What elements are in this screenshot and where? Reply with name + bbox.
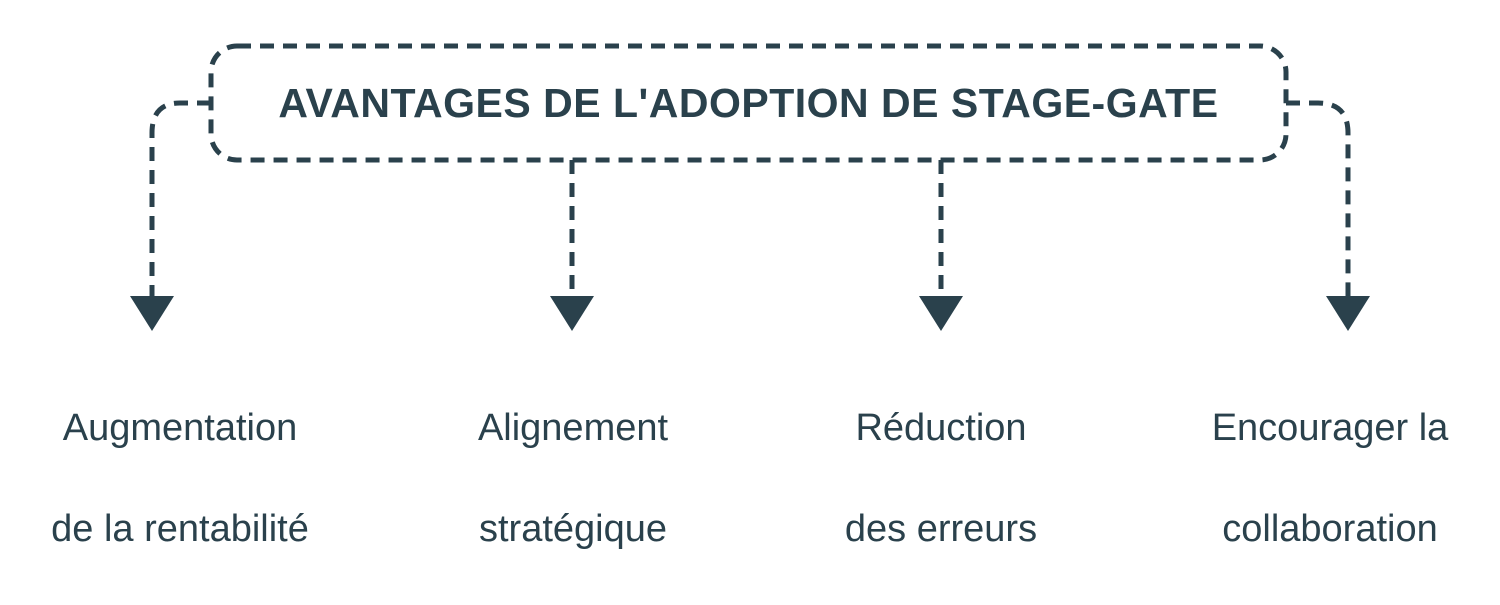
branch-label-line-2: des erreurs [844, 507, 1038, 550]
arrowhead-branch-2 [919, 296, 963, 331]
branch-label-line-1: Encourager la [1211, 406, 1449, 449]
arrowhead-branch-0 [130, 296, 174, 331]
connector-branch-3 [1286, 100, 1351, 296]
title-box: AVANTAGES DE L'ADOPTION DE STAGE-GATE [211, 46, 1286, 160]
branch-label-line-1: Alignement [477, 406, 669, 449]
branch-label-line-2: de la rentabilité [51, 507, 309, 550]
stage-gate-benefits-diagram: AVANTAGES DE L'ADOPTION DE STAGE-GATE Au… [51, 43, 1449, 550]
page-title: AVANTAGES DE L'ADOPTION DE STAGE-GATE [278, 79, 1219, 126]
branch-label-errors: Réduction des erreurs [786, 352, 1096, 605]
branch-label-alignment: Alignement stratégique [408, 352, 738, 605]
branch-label-collaboration: Encourager la collaboration [1160, 352, 1500, 605]
branch-label-line-1: Réduction [855, 406, 1027, 449]
branch-label-line-2: stratégique [478, 507, 667, 550]
connector-branch-0 [149, 100, 211, 296]
branch-label-line-2: collaboration [1222, 507, 1438, 550]
arrowhead-branch-1 [550, 296, 594, 331]
connector-layer [130, 43, 1370, 331]
branch-label-profitability: Augmentation de la rentabilité [0, 352, 360, 605]
branch-label-line-1: Augmentation [62, 406, 298, 449]
arrowhead-branch-3 [1326, 296, 1370, 331]
